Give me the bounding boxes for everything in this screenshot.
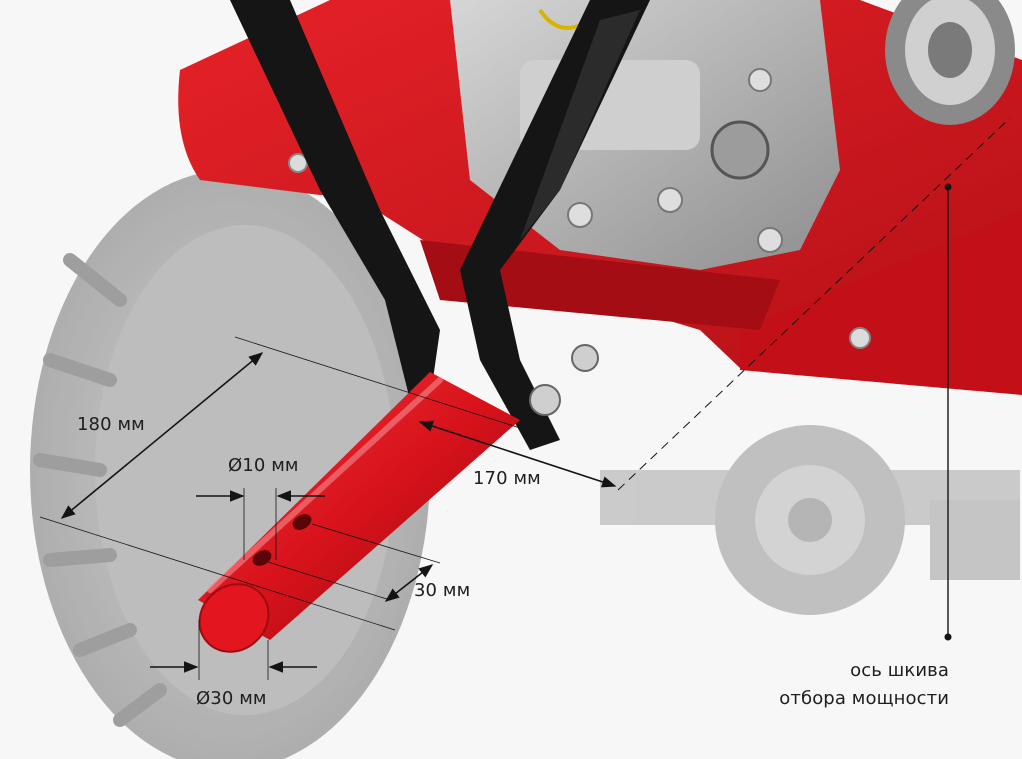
handle-arms [230, 0, 650, 450]
dimension-arrow [60, 352, 264, 519]
pulley-axis-marker [944, 633, 952, 641]
dimension-arrow [384, 564, 434, 602]
pulley-axis-label-line2: отбора мощности [779, 688, 949, 709]
pulley-axis-marker [944, 183, 952, 191]
dimension-hole-diameter: Ø10 мм [228, 455, 299, 476]
dimension-length-total: 180 мм [77, 414, 145, 435]
dimension-shaft-diameter: Ø30 мм [196, 688, 267, 709]
dimension-arrow [418, 420, 617, 488]
dimension-length-to-axis: 170 мм [473, 468, 541, 489]
pulley-axis-label-line1: ось шкива [850, 660, 949, 681]
pulley [885, 0, 1015, 125]
rotor-right [600, 425, 1020, 615]
dimension-hole-spacing: 30 мм [414, 580, 471, 601]
dimension-lines [39, 117, 1011, 680]
